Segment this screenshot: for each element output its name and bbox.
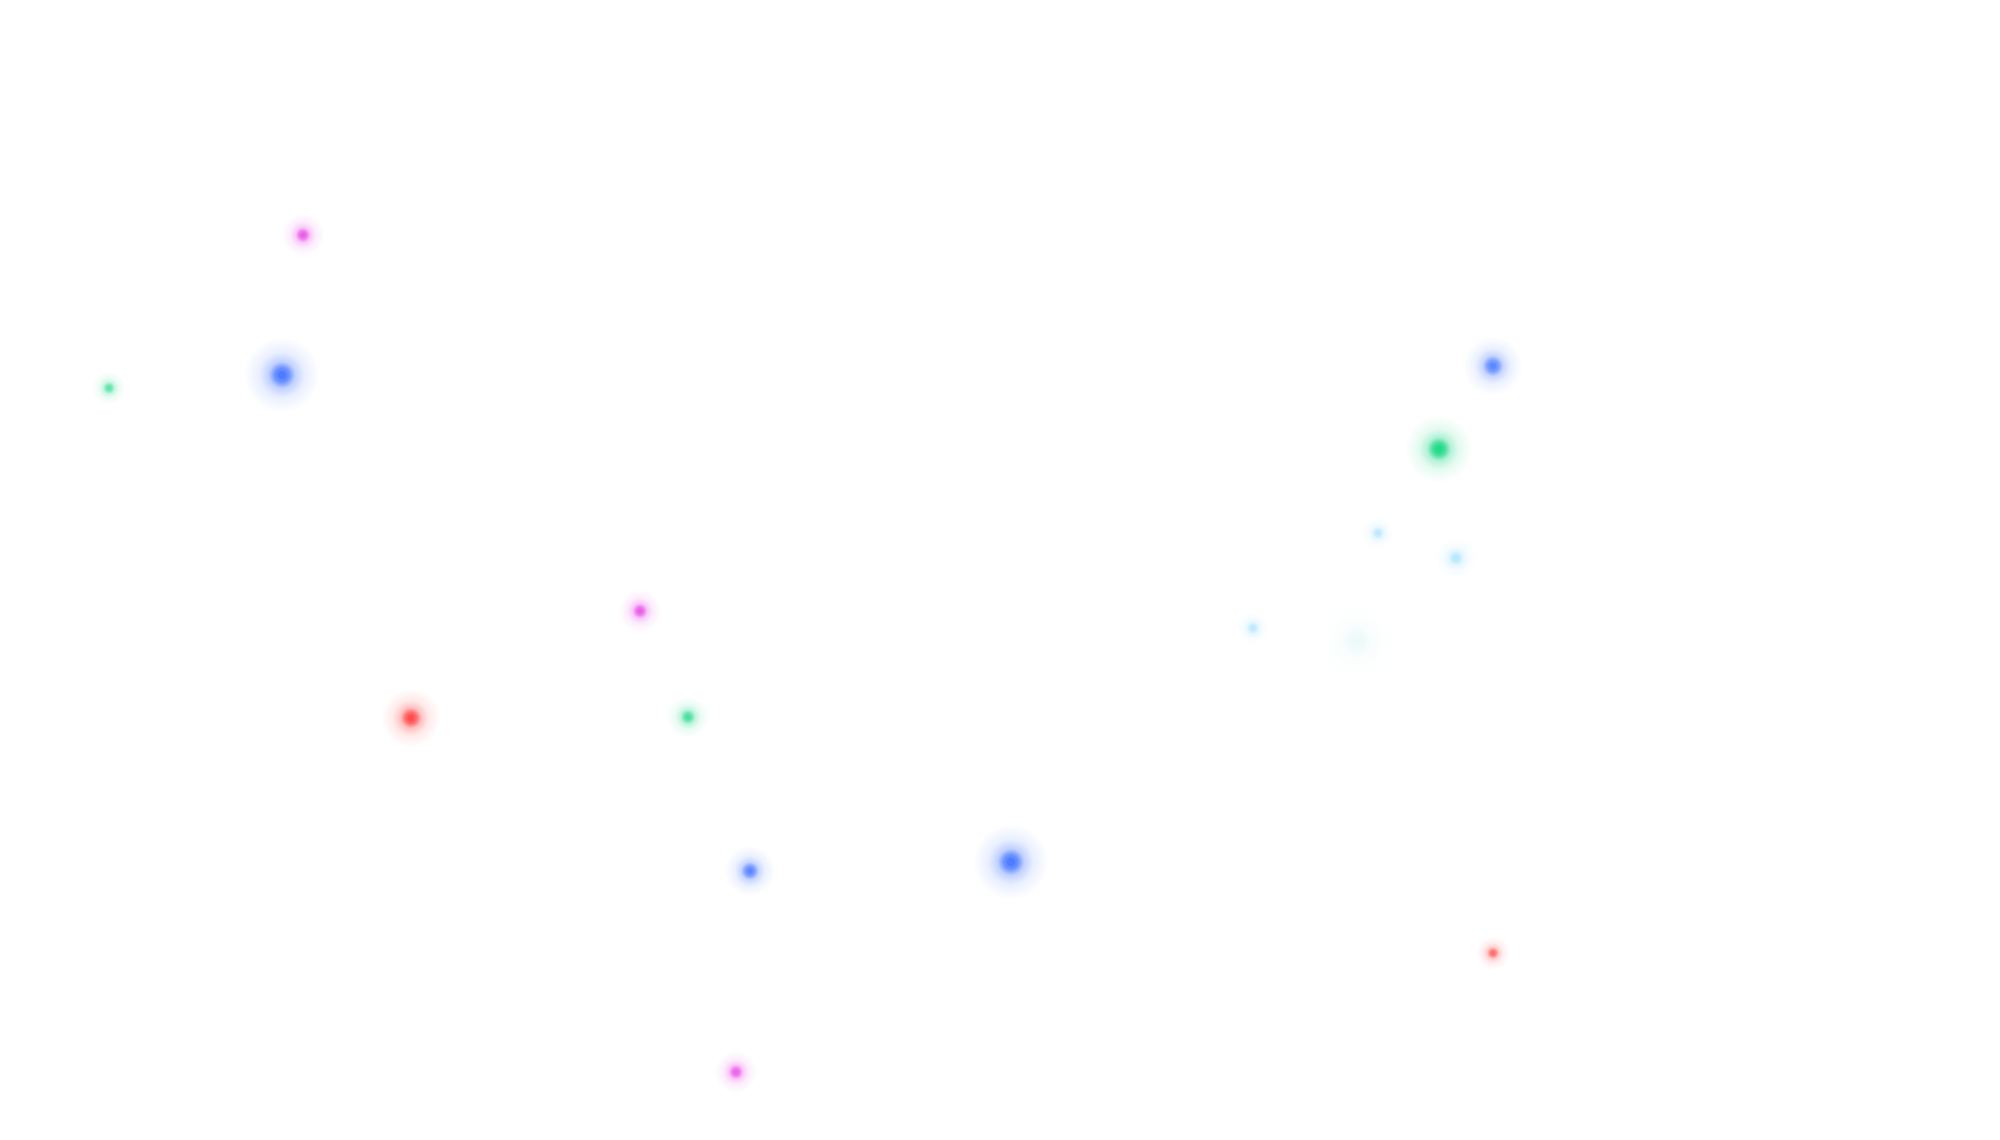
particle-magenta: [715, 1051, 757, 1093]
particle-core: [1435, 445, 1443, 453]
particle-core: [107, 386, 111, 390]
particle-cyan: [1435, 537, 1477, 579]
particle-core: [685, 714, 691, 720]
particle-red: [1476, 936, 1510, 970]
particle-cyan: [1236, 611, 1270, 645]
particle-core: [733, 1069, 739, 1075]
particle-faint: [1315, 599, 1399, 683]
particle-magenta: [619, 590, 661, 632]
particles-layer: [92, 214, 1523, 1093]
particle-blue: [1463, 336, 1523, 396]
particle-magenta: [282, 214, 324, 256]
particle-red: [381, 688, 441, 748]
particle-core: [407, 714, 415, 722]
particle-core: [1352, 636, 1362, 646]
particle-blue: [724, 845, 776, 897]
particle-core: [1251, 626, 1255, 630]
particle-core: [1453, 555, 1459, 561]
particle-core: [1376, 531, 1380, 535]
particle-glow: [1315, 599, 1399, 683]
particle-core: [1006, 857, 1016, 867]
particle-core: [1491, 951, 1495, 955]
particle-green: [1405, 415, 1473, 483]
particle-blue: [973, 824, 1049, 900]
particle-blue: [244, 337, 320, 413]
particle-core: [300, 232, 306, 238]
particle-core: [637, 608, 643, 614]
particle-cyan: [1361, 516, 1395, 550]
particle-core: [747, 868, 753, 874]
particle-core: [277, 370, 287, 380]
particle-green: [667, 696, 709, 738]
particle-core: [1489, 362, 1497, 370]
particle-green: [92, 371, 126, 405]
